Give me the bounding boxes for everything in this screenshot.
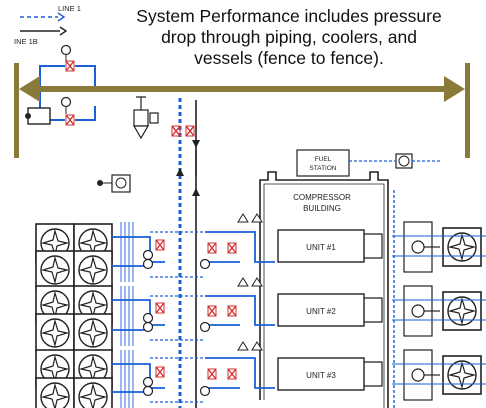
caption-line-1: System Performance includes pressure [136, 6, 442, 26]
fuel-station-label-1: FUEL [315, 156, 332, 163]
inlet-fittings [25, 44, 75, 126]
unit1-label: UNIT #1 [306, 243, 336, 252]
left-instrument [97, 174, 131, 193]
scrubber-vessel [132, 96, 159, 140]
unit-row-1: UNIT #1 [35, 213, 486, 290]
caption-line-2: drop through piping, coolers, and [161, 27, 417, 47]
building-label-2: BUILDING [303, 204, 341, 213]
unit-row-2: UNIT #2 [35, 277, 486, 353]
main-headers [171, 98, 200, 408]
legend-line1-label: LINE 1 [58, 4, 81, 13]
unit3-label: UNIT #3 [306, 371, 336, 380]
legend-line1b-label: INE 1B [14, 37, 38, 46]
unit-row-3: UNIT #3 [35, 341, 486, 408]
fuel-station: FUEL STATION [296, 149, 440, 177]
compressor-building: COMPRESSOR BUILDING [259, 171, 389, 408]
fence-to-fence-arrow [14, 63, 470, 158]
building-label-1: COMPRESSOR [293, 193, 351, 202]
system-performance-caption: System Performance includes pressure dro… [98, 6, 480, 69]
inlet-filter [27, 107, 51, 125]
legend: LINE 1 INE 1B [14, 4, 81, 46]
caption-line-3: vessels (fence to fence). [194, 48, 384, 68]
fuel-station-label-2: STATION [309, 165, 337, 172]
unit2-label: UNIT #2 [306, 307, 336, 316]
